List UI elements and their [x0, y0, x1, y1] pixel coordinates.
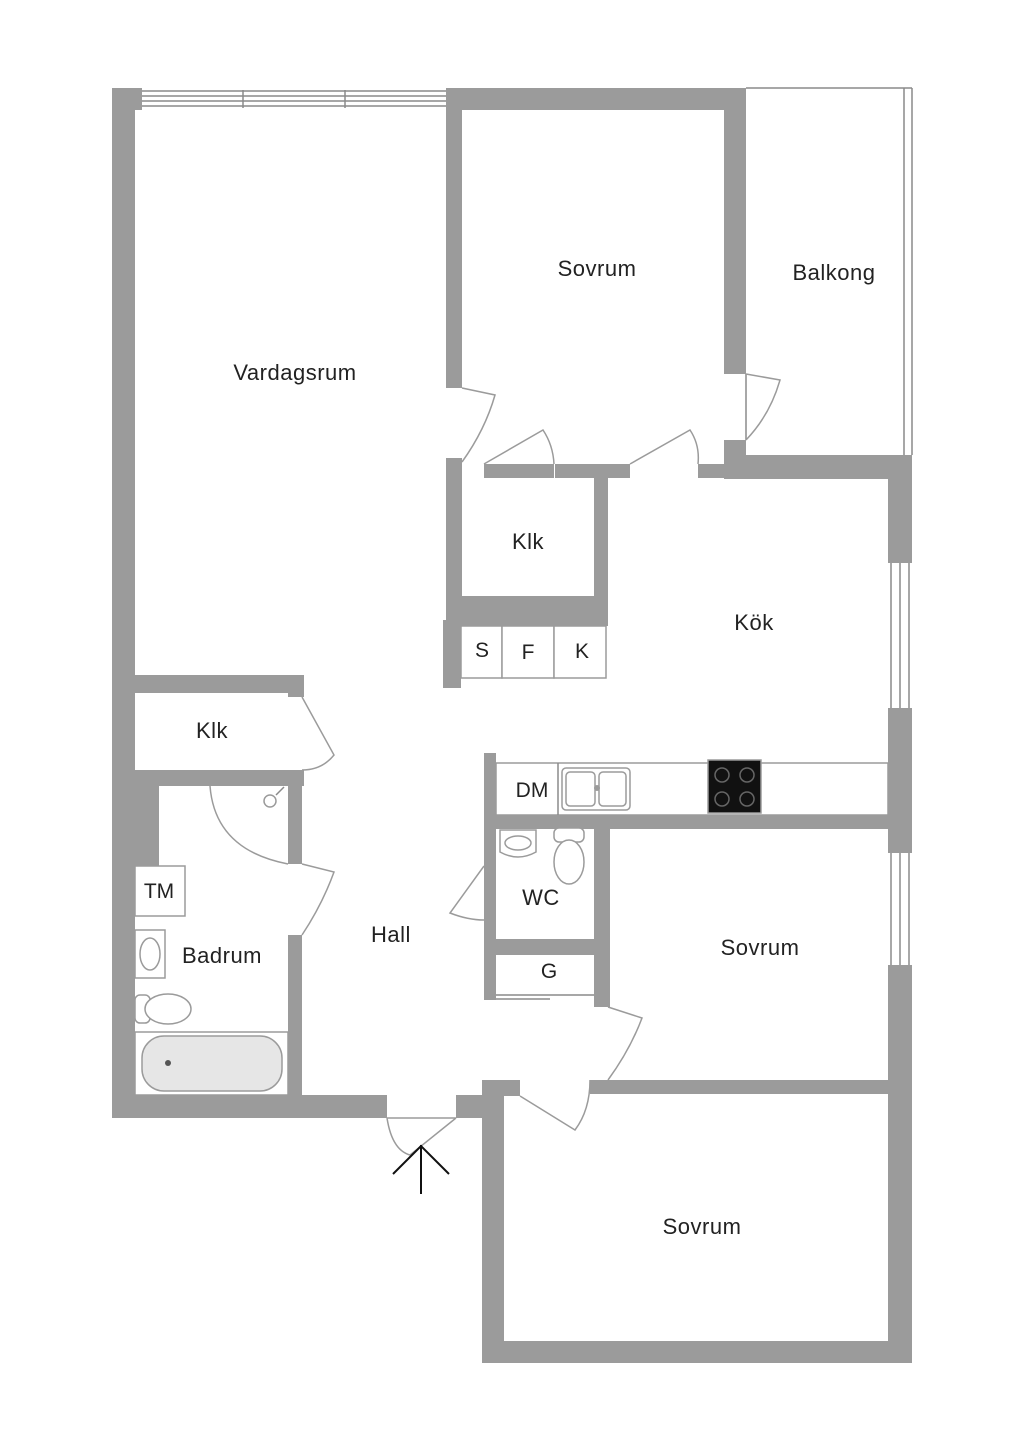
- label-f: F: [522, 641, 535, 664]
- windows: [142, 87, 913, 965]
- label-s: S: [475, 639, 489, 662]
- bathtub-icon: [134, 1031, 289, 1096]
- label-balkong: Balkong: [792, 260, 875, 285]
- washbasin-icon: [134, 929, 166, 979]
- toilet-icon: [134, 993, 192, 1025]
- label-badrum: Badrum: [182, 943, 262, 968]
- label-wc: WC: [522, 885, 560, 910]
- shower-icon: [263, 786, 285, 808]
- label-dm: DM: [516, 779, 549, 802]
- label-kok: Kök: [734, 610, 774, 635]
- toilet-icon: [553, 827, 585, 885]
- label-sovrum-right: Sovrum: [721, 935, 800, 960]
- label-klk-left: Klk: [196, 718, 229, 743]
- tm-box: [134, 865, 186, 917]
- label-sovrum-bottom: Sovrum: [663, 1214, 742, 1239]
- label-k: K: [575, 640, 589, 663]
- label-tm: TM: [144, 880, 174, 903]
- label-klk-center: Klk: [512, 529, 545, 554]
- label-vardagsrum: Vardagsrum: [233, 360, 356, 385]
- sink-icon: [561, 767, 631, 811]
- fixture-labels: S F K DM TM G: [144, 639, 589, 983]
- cabinet-s: [460, 625, 503, 679]
- kitchen-counter: [495, 762, 889, 816]
- walls: [112, 88, 912, 1363]
- stove-icon: [707, 759, 762, 814]
- doors: [209, 373, 781, 1156]
- washbasin-icon: [499, 829, 537, 858]
- label-g: G: [541, 960, 557, 983]
- cabinet-f: [501, 625, 555, 679]
- label-hall: Hall: [371, 922, 411, 947]
- label-sovrum-top: Sovrum: [558, 256, 637, 281]
- cabinet-k: [553, 625, 607, 679]
- fixtures: [134, 625, 889, 1096]
- entrance-arrow-icon: [392, 1144, 450, 1194]
- room-labels: Vardagsrum Sovrum Balkong Klk Kök Klk Ha…: [182, 256, 875, 1239]
